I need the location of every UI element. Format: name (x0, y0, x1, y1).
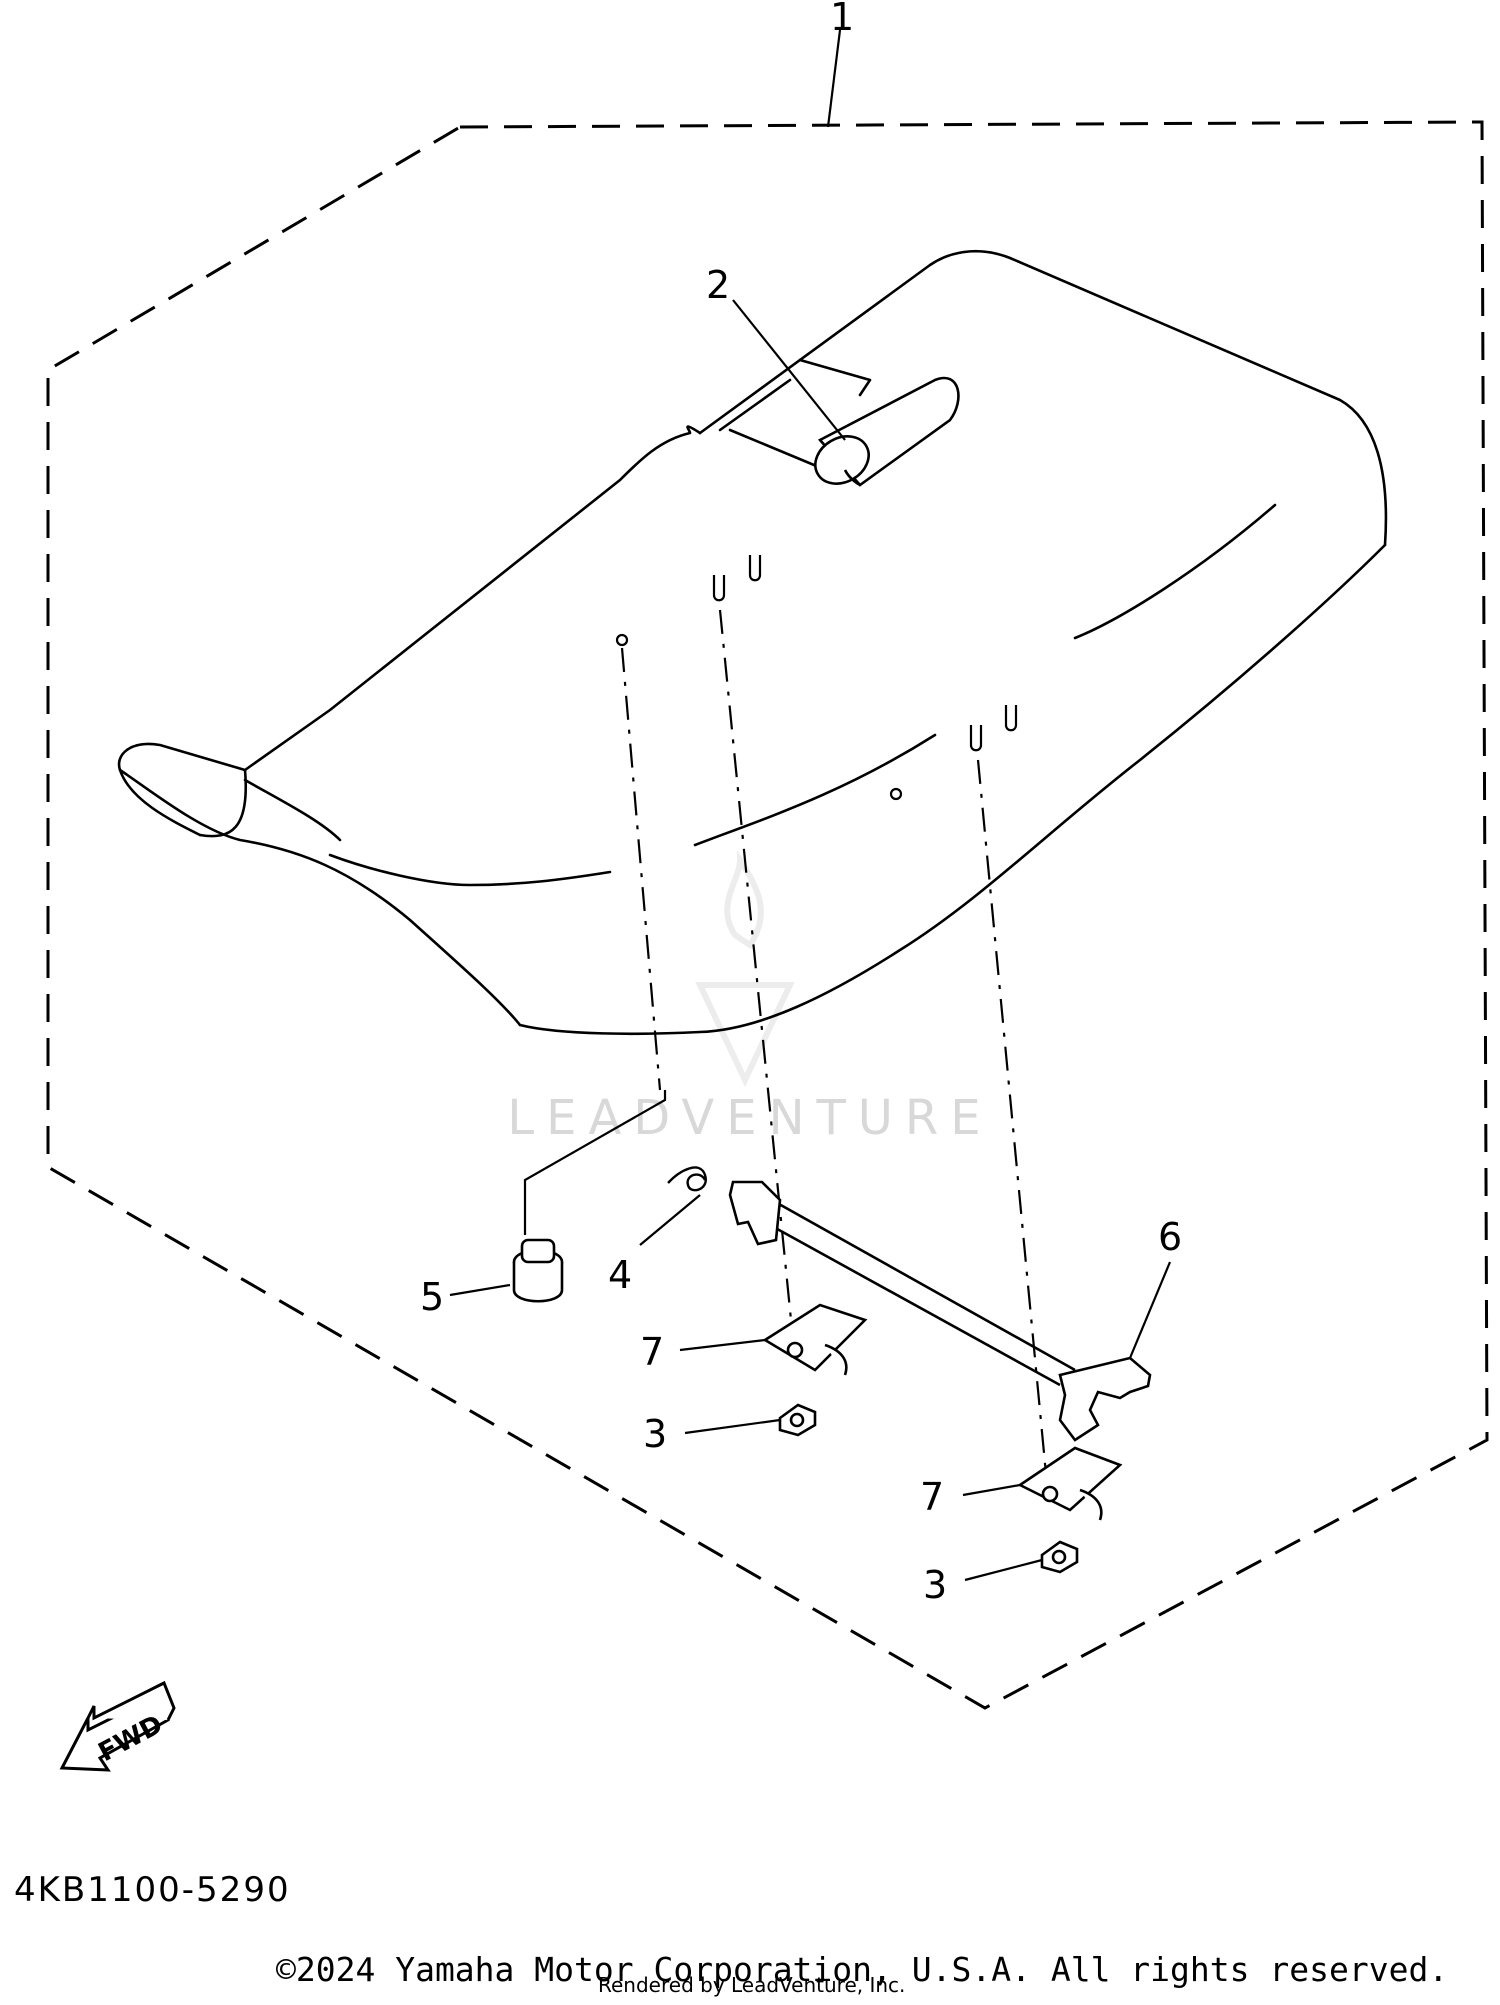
callout-7-upper: 7 (640, 1330, 664, 1374)
fwd-arrow-icon: FWD (59, 1680, 176, 1772)
assembly-lines (620, 609, 1050, 1496)
seat-outline (117, 249, 1388, 1036)
seat-stopper (512, 1238, 564, 1303)
lock-spring (667, 1166, 707, 1192)
callout-7-lower: 7 (920, 1475, 944, 1519)
seat-lock-rod (728, 1180, 1152, 1442)
seat-hinge-tube (814, 376, 960, 487)
seat-mounting-points (615, 555, 1018, 801)
callout-4: 4 (608, 1253, 632, 1297)
callout-6: 6 (1158, 1215, 1182, 1259)
watermark-logo (695, 850, 795, 1088)
callout-3-upper: 3 (643, 1412, 667, 1456)
leader-lines (449, 29, 1172, 1582)
rendered-by-notice: Rendered by LeadVenture, Inc. (598, 1973, 906, 1997)
callout-5: 5 (420, 1275, 444, 1319)
callout-2: 2 (706, 263, 730, 307)
leader-to-stopper (523, 1090, 667, 1235)
callout-3-lower: 3 (923, 1563, 947, 1607)
kit-boundary (46, 120, 1489, 1710)
callout-1: 1 (830, 0, 854, 39)
seat-brackets (762, 1303, 1123, 1521)
flange-nuts (778, 1403, 1079, 1574)
callout-numbers: 1 2 3 3 4 5 6 7 7 (420, 0, 1182, 1607)
part-code: 4KB1100-5290 (14, 1870, 291, 1910)
watermark-text: LEADVENTURE (507, 1090, 993, 1146)
copyright-notice: ©2024 Yamaha Motor Corporation, U.S.A. A… (276, 1950, 1449, 1989)
